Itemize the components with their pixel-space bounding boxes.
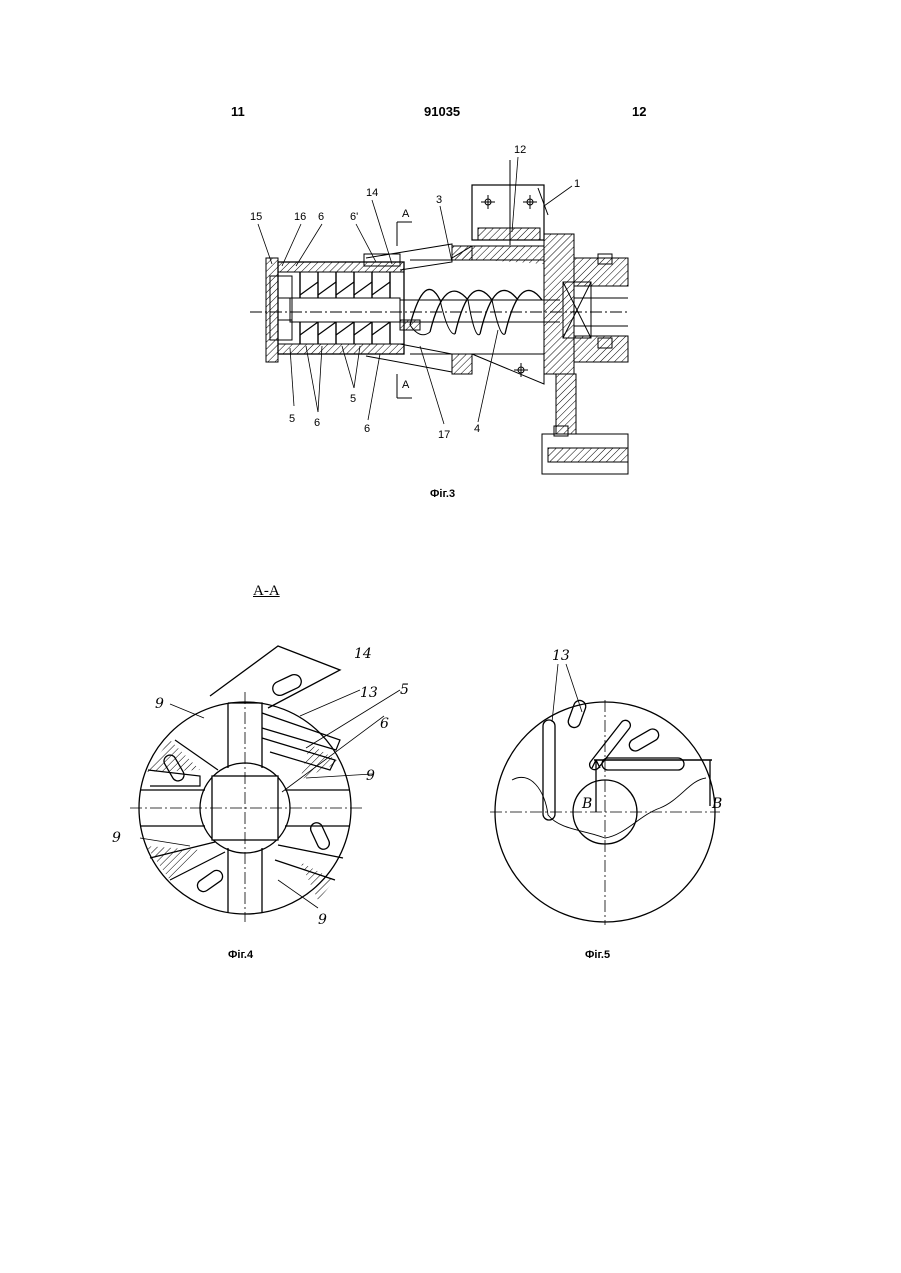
fig5-label: B xyxy=(711,796,722,812)
fig3-label: 15 xyxy=(250,211,262,223)
fig3-label: A xyxy=(402,379,410,391)
fig3-label: 6 xyxy=(364,423,370,435)
fig4-label: 9 xyxy=(112,830,121,846)
fig3-label: 12 xyxy=(514,144,526,156)
section-title: А-А xyxy=(253,583,280,600)
fig3-label: 3 xyxy=(436,194,442,206)
fig5-drawing xyxy=(490,664,720,925)
fig4-label: 9 xyxy=(366,768,375,784)
fig3-label: 5 xyxy=(289,413,295,425)
fig3-label: 6 xyxy=(314,417,320,429)
fig4-label: 9 xyxy=(318,912,327,928)
fig4-label: 5 xyxy=(400,682,409,698)
fig3-label: 1 xyxy=(574,178,580,190)
fig5-labels: 13 B B xyxy=(552,648,722,812)
fig3-label: 6 xyxy=(318,211,324,223)
fig5-caption: Фіг.5 xyxy=(585,949,610,961)
fig4-label: 6 xyxy=(380,716,389,732)
fig3-label: 17 xyxy=(438,429,450,441)
fig3-label: A xyxy=(402,208,410,220)
fig4-label: 14 xyxy=(354,646,372,662)
fig3-label: 14 xyxy=(366,187,378,199)
fig4-label: 9 xyxy=(155,696,164,712)
fig5-label: B xyxy=(581,796,592,812)
fig3-label: 4 xyxy=(474,423,480,435)
fig3-label: 5 xyxy=(350,393,356,405)
fig4-caption: Фіг.4 xyxy=(228,949,253,961)
fig4-label: 13 xyxy=(360,685,378,701)
fig3-label: 16 xyxy=(294,211,306,223)
fig3-label: 6' xyxy=(350,211,358,223)
fig5-label: 13 xyxy=(552,648,570,664)
fig3-caption: Фіг.3 xyxy=(430,488,455,500)
